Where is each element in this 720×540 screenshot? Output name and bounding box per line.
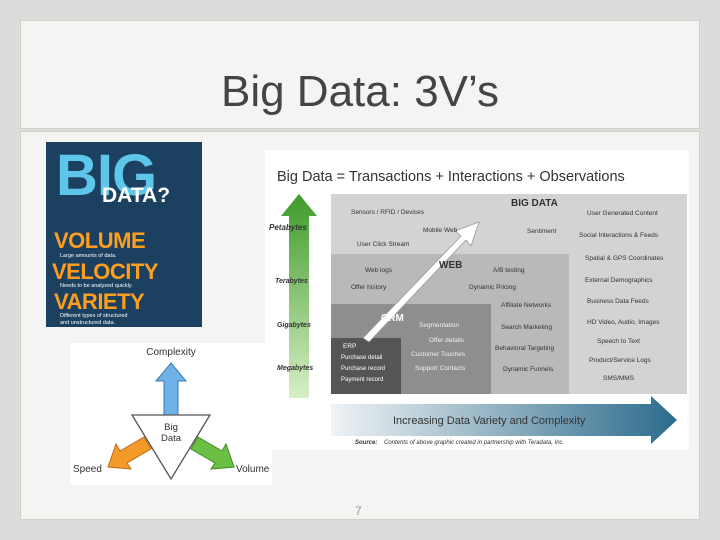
book-data: DATA? bbox=[102, 184, 171, 207]
volume-arrow bbox=[190, 436, 235, 470]
bd-item-sensors: Sensors / RFID / Devices bbox=[351, 209, 425, 216]
book-velocity: VELOCITY bbox=[52, 259, 159, 284]
scale-petabytes: Petabytes bbox=[269, 223, 307, 232]
big-data-label: BIG DATA bbox=[511, 198, 558, 209]
book-volume: VOLUME bbox=[54, 228, 146, 253]
source-label: Source: bbox=[355, 440, 377, 446]
diagram-title: Big Data = Transactions + Interactions +… bbox=[277, 169, 625, 185]
web-item-6: Behavioral Targeting bbox=[495, 345, 555, 352]
web-item-0: Web logs bbox=[365, 267, 393, 274]
growth-arrow bbox=[362, 221, 480, 343]
bd-right-2: Spatial & GPS Coordinates bbox=[585, 255, 664, 262]
book-volume-sub: Large amounts of data. bbox=[60, 253, 117, 259]
book-variety-sub2: and unstructured data. bbox=[60, 320, 116, 326]
bd-right-4: Business Data Feeds bbox=[587, 298, 650, 305]
triangle-center-label-1: Big bbox=[164, 422, 178, 433]
web-item-5: Search Marketing bbox=[501, 324, 552, 331]
size-arrow bbox=[281, 194, 317, 398]
bd-item-clickstream: User Click Stream bbox=[357, 241, 409, 248]
erp-label: ERP bbox=[343, 343, 356, 350]
erp-item-0: Purchase detail bbox=[341, 355, 382, 361]
complexity-triangle-diagram: Complexity Big Data Speed Volume bbox=[70, 343, 272, 485]
web-item-4: Affiliate Networks bbox=[501, 302, 552, 309]
web-item-2: Offer history bbox=[351, 284, 387, 291]
crm-label: CRM bbox=[381, 313, 404, 324]
page-number: 7 bbox=[355, 504, 362, 518]
triangle-left-label: Speed bbox=[73, 464, 102, 475]
bd-item-mobile-web: Mobile Web bbox=[423, 227, 458, 234]
book-cover-image: BIG DATA? VOLUME Large amounts of data. … bbox=[46, 142, 202, 327]
web-item-1: A/B testing bbox=[493, 267, 525, 274]
triangle-top-label: Complexity bbox=[146, 347, 195, 358]
bd-right-6: Speech to Text bbox=[597, 338, 640, 345]
crm-item-3: Support Contacts bbox=[415, 365, 466, 372]
book-variety-sub1: Different types of structured bbox=[60, 313, 128, 319]
complexity-arrow bbox=[154, 362, 188, 416]
erp-item-1: Purchase record bbox=[341, 366, 385, 372]
bd-right-5: HD Video, Audio, Images bbox=[587, 319, 660, 326]
web-item-7: Dynamic Funnels bbox=[503, 366, 554, 373]
scale-gigabytes: Gigabytes bbox=[277, 322, 311, 329]
variety-arrow-label: Increasing Data Variety and Complexity bbox=[393, 415, 586, 427]
slide-title: Big Data: 3V’s bbox=[220, 67, 499, 116]
big-data-diagram: Big Data = Transactions + Interactions +… bbox=[265, 150, 689, 450]
erp-item-2: Payment record bbox=[341, 377, 383, 383]
scale-megabytes: Megabytes bbox=[277, 365, 313, 372]
speed-arrow bbox=[107, 436, 152, 470]
bd-right-0: User Generated Content bbox=[587, 210, 658, 217]
title-panel: Big Data: 3V’s bbox=[20, 20, 700, 129]
bd-right-8: SMS/MMS bbox=[603, 375, 635, 382]
book-velocity-sub: Needs to be analyzed quickly. bbox=[60, 283, 133, 289]
bd-item-sentiment: Sentiment bbox=[527, 228, 556, 235]
web-label: WEB bbox=[439, 260, 462, 271]
web-item-3: Dynamic Pricing bbox=[469, 284, 516, 291]
erp-box bbox=[331, 338, 401, 394]
crm-item-1: Offer details bbox=[429, 337, 465, 344]
bd-right-7: Product/Service Logs bbox=[589, 357, 652, 364]
triangle-center-label-2: Data bbox=[161, 433, 182, 444]
triangle-right-label: Volume bbox=[236, 464, 270, 475]
bd-right-1: Social Interactions & Feeds bbox=[579, 232, 659, 239]
variety-arrow bbox=[331, 396, 677, 444]
scale-terabytes: Terabytes bbox=[275, 278, 308, 285]
book-variety: VARIETY bbox=[54, 289, 145, 314]
book-big: BIG bbox=[56, 143, 157, 208]
source-text: Contents of above graphic created in par… bbox=[384, 440, 564, 446]
crm-item-0: Segmentation bbox=[419, 322, 459, 329]
crm-item-2: Customer Touches bbox=[411, 351, 466, 358]
bd-right-3: External Demographics bbox=[585, 277, 653, 284]
center-triangle bbox=[130, 414, 212, 481]
